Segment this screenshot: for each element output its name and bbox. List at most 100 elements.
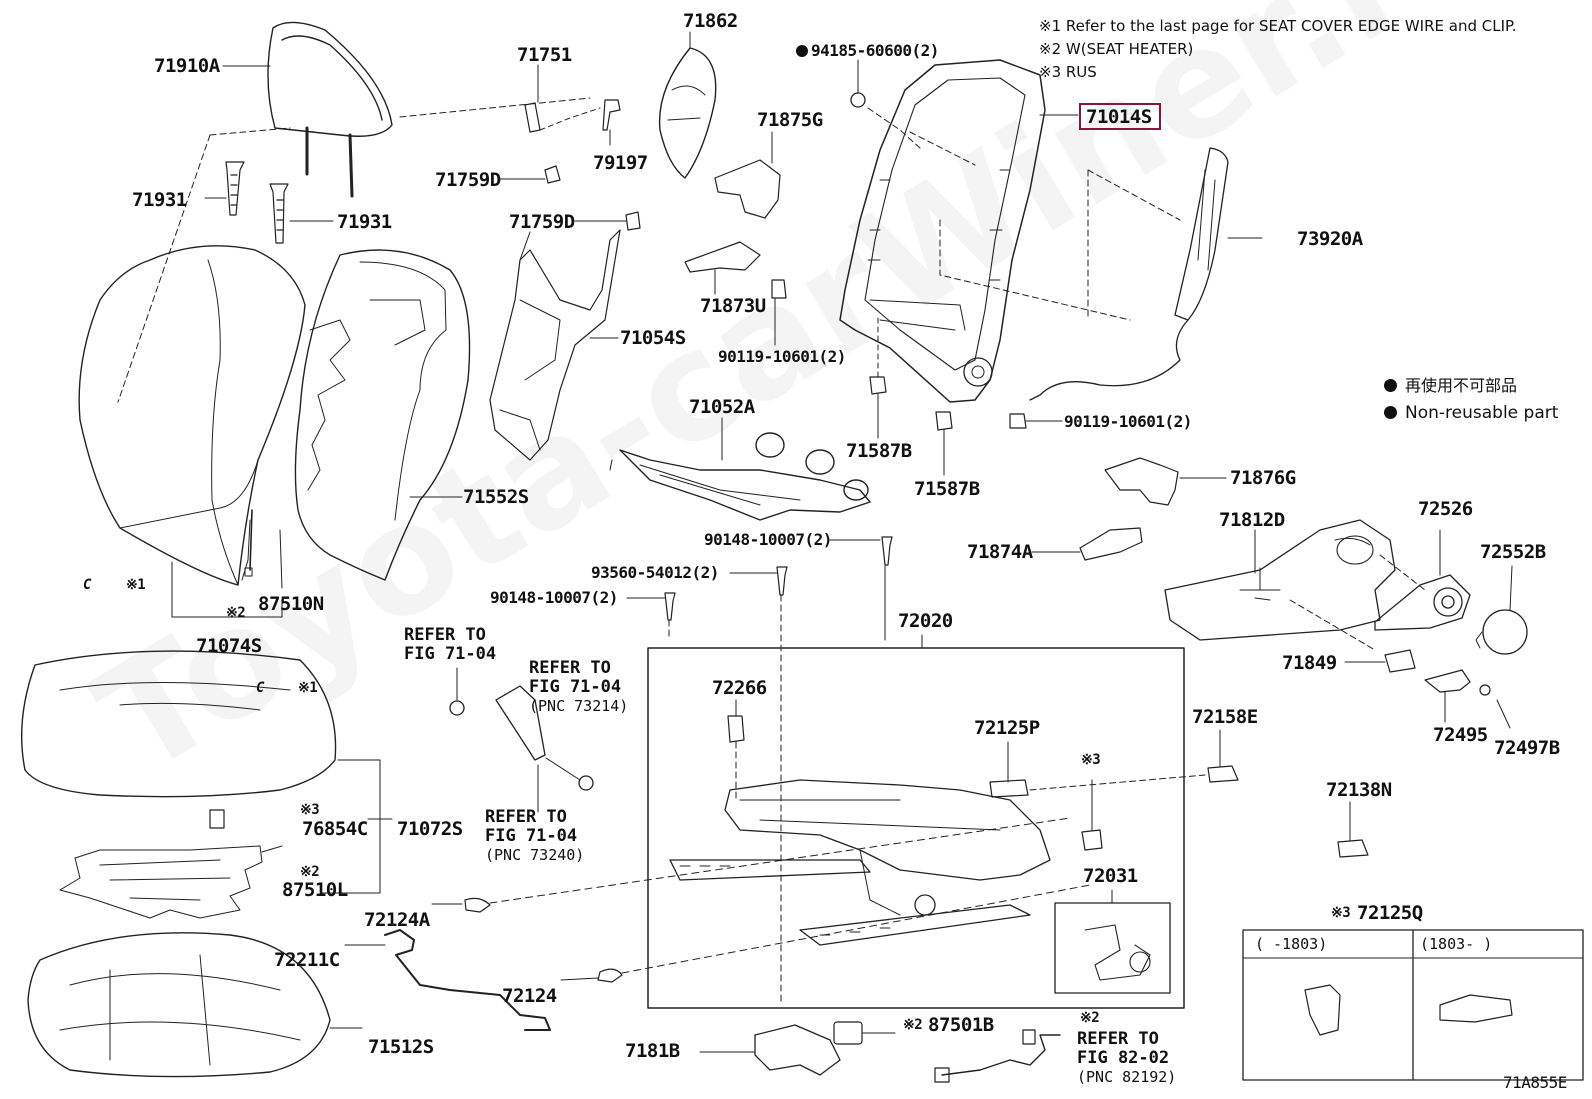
label-72266[interactable]: 72266 bbox=[712, 677, 767, 699]
figure-code: 71A855E bbox=[1503, 1073, 1567, 1092]
label-72211C[interactable]: 72211C bbox=[274, 949, 340, 971]
label-72158E[interactable]: 72158E bbox=[1192, 706, 1258, 728]
label-71751[interactable]: 71751 bbox=[517, 44, 572, 66]
label-72031[interactable]: 72031 bbox=[1083, 865, 1138, 887]
inset-col-1: ( -1803) bbox=[1255, 935, 1328, 953]
legend-en-text: Non-reusable part bbox=[1405, 403, 1559, 423]
label-71052A[interactable]: 71052A bbox=[689, 396, 755, 418]
label-72495[interactable]: 72495 bbox=[1433, 724, 1488, 746]
label-71072S[interactable]: 71072S bbox=[397, 818, 463, 840]
seatback-frame-icon bbox=[839, 59, 1046, 403]
label-90148-10007[interactable]: 90148-10007(2) bbox=[490, 588, 618, 607]
label-71054S[interactable]: 71054S bbox=[620, 327, 686, 349]
label-94185-60600[interactable]: 94185-60600(2) bbox=[796, 42, 939, 60]
label-72124[interactable]: 72124 bbox=[502, 985, 557, 1007]
label-71759D[interactable]: 71759D bbox=[435, 169, 501, 191]
lever-knob-icon bbox=[495, 685, 546, 761]
refer-line: REFER TO bbox=[404, 625, 486, 645]
side-cover-icon bbox=[658, 47, 717, 179]
refer-line: REFER TO bbox=[485, 807, 567, 827]
label-87510L[interactable]: 87510L bbox=[282, 879, 348, 901]
label-87501B[interactable]: 87501B bbox=[928, 1014, 994, 1036]
refer-pnc: (PNC 82192) bbox=[1077, 1068, 1177, 1086]
refer-line: FIG 82-02 bbox=[1077, 1048, 1170, 1068]
side-airbag-icon bbox=[1029, 147, 1229, 401]
label-71759D[interactable]: 71759D bbox=[509, 211, 575, 233]
label-72124A[interactable]: 72124A bbox=[364, 909, 430, 931]
label-71910A[interactable]: 71910A bbox=[154, 55, 220, 77]
label-72125Q[interactable]: 72125Q bbox=[1357, 902, 1423, 924]
non-reusable-bullet-icon bbox=[1384, 406, 1397, 419]
label-72526[interactable]: 72526 bbox=[1418, 498, 1473, 520]
refer-line: REFER TO bbox=[1077, 1029, 1159, 1049]
note-1: ※1 Refer to the last page for SEAT COVER… bbox=[1039, 17, 1517, 35]
mark-ref-3: ※3 bbox=[1081, 752, 1101, 768]
label-71875G[interactable]: 71875G bbox=[757, 109, 823, 131]
label-87510N[interactable]: 87510N bbox=[258, 593, 324, 615]
seat-rod-icon bbox=[384, 929, 551, 1031]
refer-line: FIG 71-04 bbox=[529, 677, 622, 697]
seatback-spring-icon bbox=[609, 432, 871, 521]
inset-table-icon bbox=[1242, 929, 1584, 1081]
label-71587B[interactable]: 71587B bbox=[846, 440, 912, 462]
refer-pnc: (PNC 73214) bbox=[529, 697, 629, 715]
inset-col-2: (1803- ) bbox=[1420, 935, 1493, 953]
label-90148-10007[interactable]: 90148-10007(2) bbox=[704, 530, 832, 549]
note-2: ※2 W(SEAT HEATER) bbox=[1039, 40, 1194, 58]
label-90119-10601[interactable]: 90119-10601(2) bbox=[1064, 412, 1192, 431]
headrest-icon bbox=[267, 21, 393, 198]
wire-harness-icon bbox=[941, 1034, 1061, 1076]
seatback-pad-icon bbox=[294, 249, 471, 581]
recliner-sub-box-icon bbox=[1054, 902, 1171, 994]
seatback-cover-icon bbox=[78, 245, 306, 586]
label-71014S[interactable]: 71014S bbox=[1086, 106, 1152, 128]
legend-en: Non-reusable part bbox=[1384, 402, 1558, 424]
label-72552B[interactable]: 72552B bbox=[1480, 541, 1546, 563]
label-71587B[interactable]: 71587B bbox=[914, 478, 980, 500]
mark-ref-1: ※1 bbox=[126, 577, 146, 593]
label-71931[interactable]: 71931 bbox=[337, 211, 392, 233]
legend-jp: 再使用不可部品 bbox=[1384, 375, 1517, 397]
label-76854C[interactable]: 76854C bbox=[302, 818, 368, 840]
label-72497B[interactable]: 72497B bbox=[1494, 737, 1560, 759]
label-7181B[interactable]: 7181B bbox=[625, 1040, 680, 1062]
label-71931[interactable]: 71931 bbox=[132, 189, 187, 211]
label-71074S[interactable]: 71074S bbox=[196, 635, 262, 657]
label-72020[interactable]: 72020 bbox=[898, 610, 953, 632]
highlighted-part-box bbox=[1079, 103, 1161, 130]
refer-line: FIG 71-04 bbox=[485, 826, 578, 846]
mark-ref-2: ※2 bbox=[300, 864, 320, 880]
mark-ref-3: ※3 bbox=[1331, 905, 1351, 921]
seat-bracket-icon bbox=[754, 1024, 841, 1076]
refer-pnc: (PNC 73240) bbox=[485, 846, 585, 864]
label-71862[interactable]: 71862 bbox=[683, 10, 738, 32]
label-73920A[interactable]: 73920A bbox=[1297, 228, 1363, 250]
label-94185-text: 94185-60600(2) bbox=[811, 41, 939, 60]
seat-heater-mat-icon bbox=[59, 845, 283, 919]
label-72138N[interactable]: 72138N bbox=[1326, 779, 1392, 801]
label-79197[interactable]: 79197 bbox=[593, 152, 648, 174]
label-93560-54012[interactable]: 93560-54012(2) bbox=[591, 563, 719, 582]
seat-cushion-cover-icon bbox=[20, 650, 337, 798]
non-reusable-bullet-icon bbox=[796, 45, 808, 57]
mark-c: C bbox=[256, 680, 264, 696]
label-71812D[interactable]: 71812D bbox=[1219, 509, 1285, 531]
label-71552S[interactable]: 71552S bbox=[463, 486, 529, 508]
label-71512S[interactable]: 71512S bbox=[368, 1036, 434, 1058]
label-71849[interactable]: 71849 bbox=[1282, 652, 1337, 674]
mark-ref-2: ※2 bbox=[226, 605, 246, 621]
seat-track-icon bbox=[669, 779, 1051, 946]
mark-c: C bbox=[83, 577, 91, 593]
non-reusable-bullet-icon bbox=[1384, 379, 1397, 392]
label-71873U[interactable]: 71873U bbox=[700, 295, 766, 317]
label-72125P[interactable]: 72125P bbox=[974, 717, 1040, 739]
label-71876G[interactable]: 71876G bbox=[1230, 467, 1296, 489]
label-71874A[interactable]: 71874A bbox=[967, 541, 1033, 563]
label-90119-10601[interactable]: 90119-10601(2) bbox=[718, 347, 846, 366]
